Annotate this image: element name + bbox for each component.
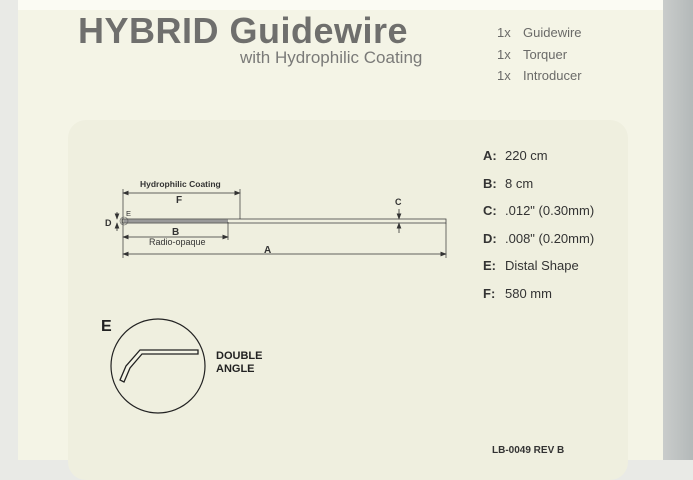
dim-e-label: E	[126, 209, 131, 218]
guidewire-diagram: Hydrophilic Coating F B Radio-opaque A C…	[105, 179, 447, 414]
radio-label: Radio-opaque	[149, 237, 206, 247]
product-subtitle: with Hydrophilic Coating	[240, 48, 423, 67]
label-code: LB-0049 REV B	[492, 445, 565, 456]
dim-c-label: C	[395, 197, 402, 207]
top-strip	[18, 0, 663, 10]
diagram-panel	[68, 120, 628, 480]
dim-f-label: F	[176, 195, 182, 206]
dim-b-label: B	[172, 227, 179, 238]
guidewire-drawing	[119, 216, 447, 226]
spec-row: F:580 mm	[483, 285, 552, 301]
spec-row: C:.012" (0.30mm)	[483, 203, 595, 218]
dim-a-label: A	[264, 245, 271, 256]
spec-row: A:220 cm	[483, 148, 548, 163]
product-title: HYBRID Guidewire	[78, 10, 409, 51]
distal-shape-drawing	[119, 349, 199, 383]
detail-circle	[110, 318, 206, 414]
background-right	[663, 0, 693, 460]
dim-d-label: D	[105, 218, 112, 228]
detail-label: E	[101, 318, 112, 335]
coating-label: Hydrophilic Coating	[140, 179, 221, 189]
spec-row: D:.008" (0.20mm)	[483, 230, 595, 246]
spec-row: B:8 cm	[483, 175, 534, 191]
spec-list: A:220 cm B:8 cm C:.012" (0.30mm) D:.008"…	[483, 148, 594, 313]
spec-row: E:Distal Shape	[483, 258, 579, 273]
